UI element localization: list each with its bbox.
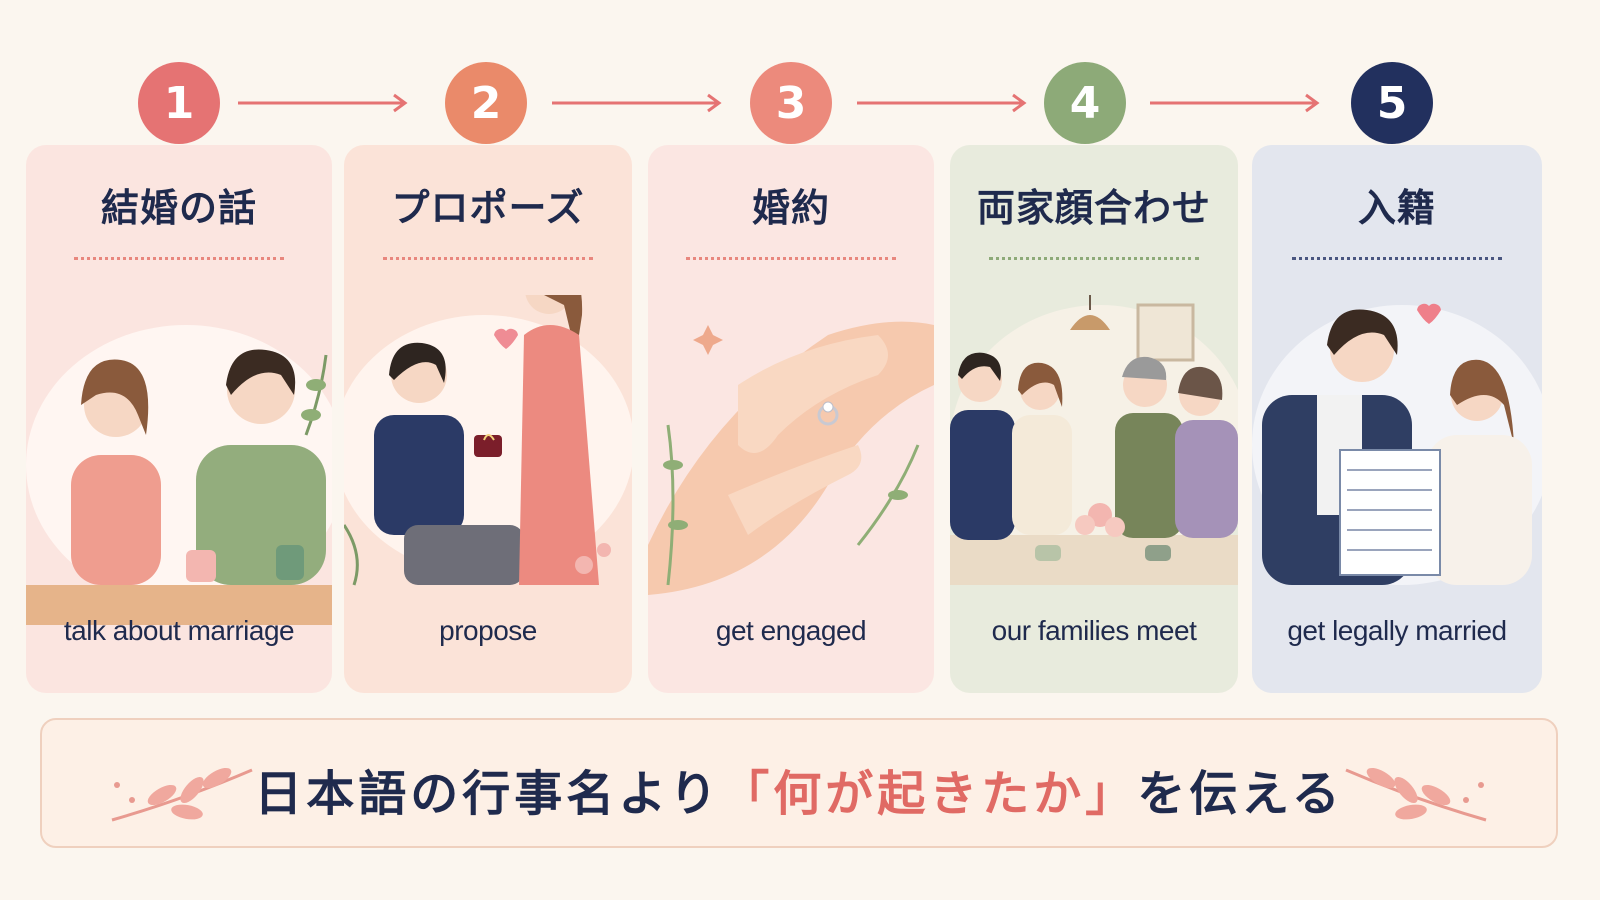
step-4-number: 4 — [1044, 62, 1126, 144]
leaf-decoration-right-icon — [1345, 767, 1487, 822]
divider — [74, 257, 284, 260]
summary-highlight: 「何が起きたか」 — [721, 766, 1138, 822]
divider — [383, 257, 593, 260]
step-2-number: 2 — [445, 62, 527, 144]
summary-banner: 日本語の行事名より「何が起きたか」を伝える — [40, 718, 1558, 848]
arrow-2-to-3 — [552, 93, 722, 113]
step-1-number: 1 — [138, 62, 220, 144]
step-card-5: 入籍 get legally married — [1252, 145, 1542, 693]
step-5-number: 5 — [1351, 62, 1433, 144]
step-card-1: 結婚の話 talk about marriage — [26, 145, 332, 693]
arrow-1-to-2 — [238, 93, 408, 113]
step-4-label: our families meet — [991, 615, 1197, 646]
divider — [1292, 257, 1502, 260]
step-1-title: 結婚の話 — [100, 186, 257, 230]
leaf-decoration-left-icon — [111, 767, 253, 822]
divider — [989, 257, 1199, 260]
families-meeting-illustration — [950, 295, 1238, 693]
step-3-label: get engaged — [715, 615, 867, 646]
summary-text: 日本語の行事名より「何が起きたか」を伝える — [42, 754, 1556, 824]
arrow-4-to-5 — [1150, 93, 1320, 113]
step-3-number: 3 — [750, 62, 832, 144]
step-5-label: get legally married — [1287, 615, 1507, 646]
step-1-label: talk about marriage — [63, 615, 295, 646]
marriage-registration-illustration — [1252, 295, 1542, 693]
step-4-title: 両家顔合わせ — [976, 186, 1211, 230]
step-2-label: propose — [439, 615, 537, 646]
summary-suffix: を伝える — [1137, 766, 1344, 822]
step-card-4: 両家顔合わせ our families meet — [950, 145, 1238, 693]
step-card-2: プロポーズ propose — [344, 145, 632, 693]
proposal-illustration — [344, 295, 632, 693]
step-3-title: 婚約 — [751, 186, 830, 230]
divider — [686, 257, 896, 260]
hands-with-ring-illustration — [648, 295, 934, 693]
step-card-3: 婚約 get engaged — [648, 145, 934, 693]
arrow-3-to-4 — [857, 93, 1027, 113]
step-2-title: プロポーズ — [391, 186, 585, 230]
couple-talking-illustration — [26, 295, 332, 693]
step-5-title: 入籍 — [1357, 186, 1436, 230]
summary-prefix: 日本語の行事名より — [254, 766, 722, 822]
